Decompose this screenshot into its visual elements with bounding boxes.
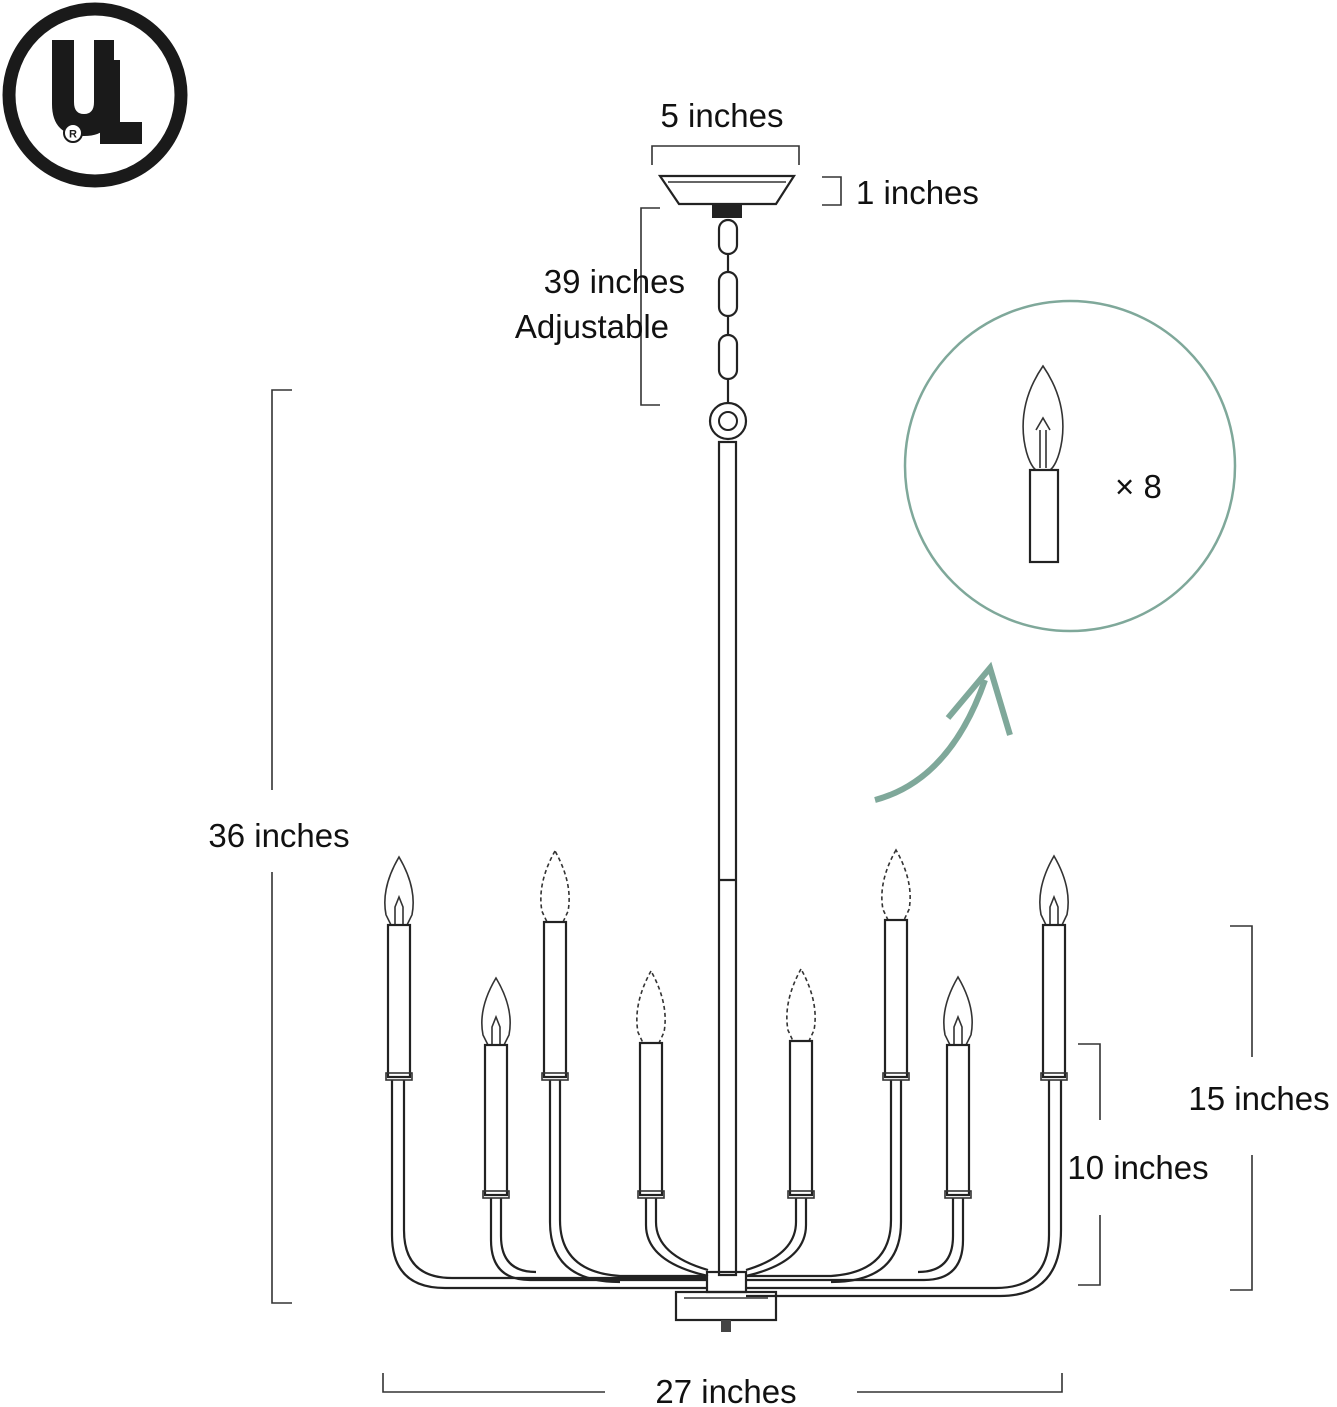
canopy-width-label: 5 inches — [661, 97, 784, 134]
candles — [384, 848, 1069, 1199]
candle-2 — [481, 976, 511, 1199]
bulb-flame-icon — [481, 976, 511, 1046]
canopy — [657, 174, 797, 218]
bulb-flame-icon — [786, 967, 816, 1042]
bulb-count-label: × 8 — [1115, 468, 1162, 505]
candle-4 — [636, 969, 666, 1199]
hub — [674, 1270, 778, 1332]
bulb-flame-icon — [636, 969, 666, 1044]
candle-1 — [384, 855, 414, 1081]
candle-5 — [786, 967, 816, 1199]
center-rod — [717, 440, 738, 1277]
bulb-icon — [1022, 364, 1064, 564]
chain-adjustable-label: Adjustable — [515, 308, 669, 345]
tall-candle-height-label: 15 inches — [1188, 1080, 1329, 1117]
candle-6 — [881, 848, 911, 1081]
ul-certification-logo: R — [2, 2, 188, 188]
chain — [708, 218, 748, 441]
candle-3 — [540, 849, 570, 1081]
bulb-flame-icon — [943, 975, 973, 1046]
bulb-flame-icon — [540, 849, 570, 923]
candle-8 — [1039, 854, 1069, 1081]
diameter-label: 27 inches — [655, 1373, 796, 1407]
dimension-lines — [271, 145, 1253, 1393]
candle-7 — [943, 975, 973, 1199]
bulb-flame-icon — [384, 855, 414, 926]
canopy-height-label: 1 inches — [856, 174, 979, 211]
bulb-callout: × 8 — [874, 299, 1237, 803]
bulb-flame-icon — [1039, 854, 1069, 926]
bulb-flame-icon — [881, 848, 911, 921]
arms — [390, 1080, 1063, 1298]
chain-length-label: 39 inches — [544, 263, 685, 300]
short-candle-height-label: 10 inches — [1067, 1149, 1208, 1186]
total-height-label: 36 inches — [208, 817, 349, 854]
registered-mark: R — [69, 129, 77, 141]
